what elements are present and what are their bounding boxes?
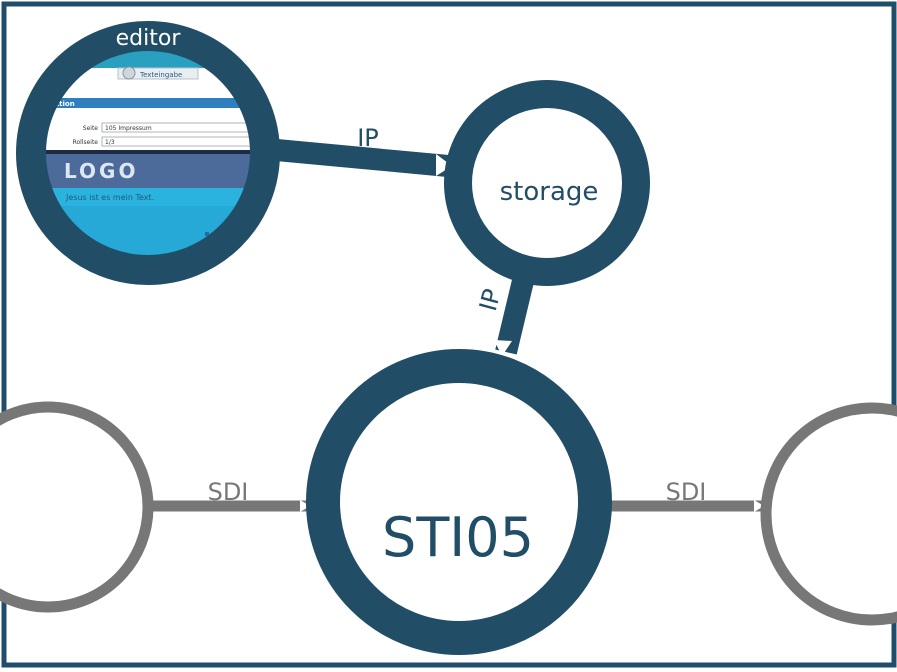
node-storage: storage	[444, 80, 650, 286]
node-storage-label: storage	[500, 177, 599, 207]
node-sti05-label: STI05	[382, 506, 534, 569]
node-editor: Texteingabe edaktion Seite 105 Impressum…	[16, 21, 280, 285]
edge-label-left-sdi: SDI	[208, 478, 249, 506]
arrowhead-icon	[494, 340, 512, 356]
node-right-partial	[760, 402, 897, 626]
node-editor-label: editor	[116, 26, 182, 51]
editor-field-sub-label: Rollseite	[73, 139, 99, 146]
arrowhead-icon	[754, 500, 764, 512]
editor-tab-knob-icon	[122, 66, 136, 80]
edge-left-to-sti05: SDI	[150, 478, 310, 512]
editor-logo-text: LOGO	[64, 159, 138, 183]
arrowhead-icon	[300, 500, 310, 512]
editor-field-sub-value: 1/3	[105, 139, 115, 146]
edge-label-storage-sti05: IP	[474, 286, 507, 314]
editor-field-page-value: 105 Impressum	[105, 125, 152, 132]
edge-label-editor-storage: IP	[357, 124, 379, 152]
edge-sti05-to-right: SDI	[600, 478, 767, 512]
node-left-partial	[0, 401, 154, 613]
arrowhead-icon	[436, 154, 452, 176]
editor-field-sub	[101, 136, 253, 147]
editor-tab	[117, 67, 199, 80]
edge-editor-to-storage: IP	[253, 124, 452, 177]
edge-label-right-sdi: SDI	[666, 478, 707, 506]
editor-tab-label: Texteingabe	[139, 71, 182, 79]
editor-field-page-label: Seite	[83, 125, 99, 132]
node-sti05: STI05	[306, 349, 612, 655]
editor-ticker-text: Jesus ist es mein Text.	[65, 193, 154, 202]
